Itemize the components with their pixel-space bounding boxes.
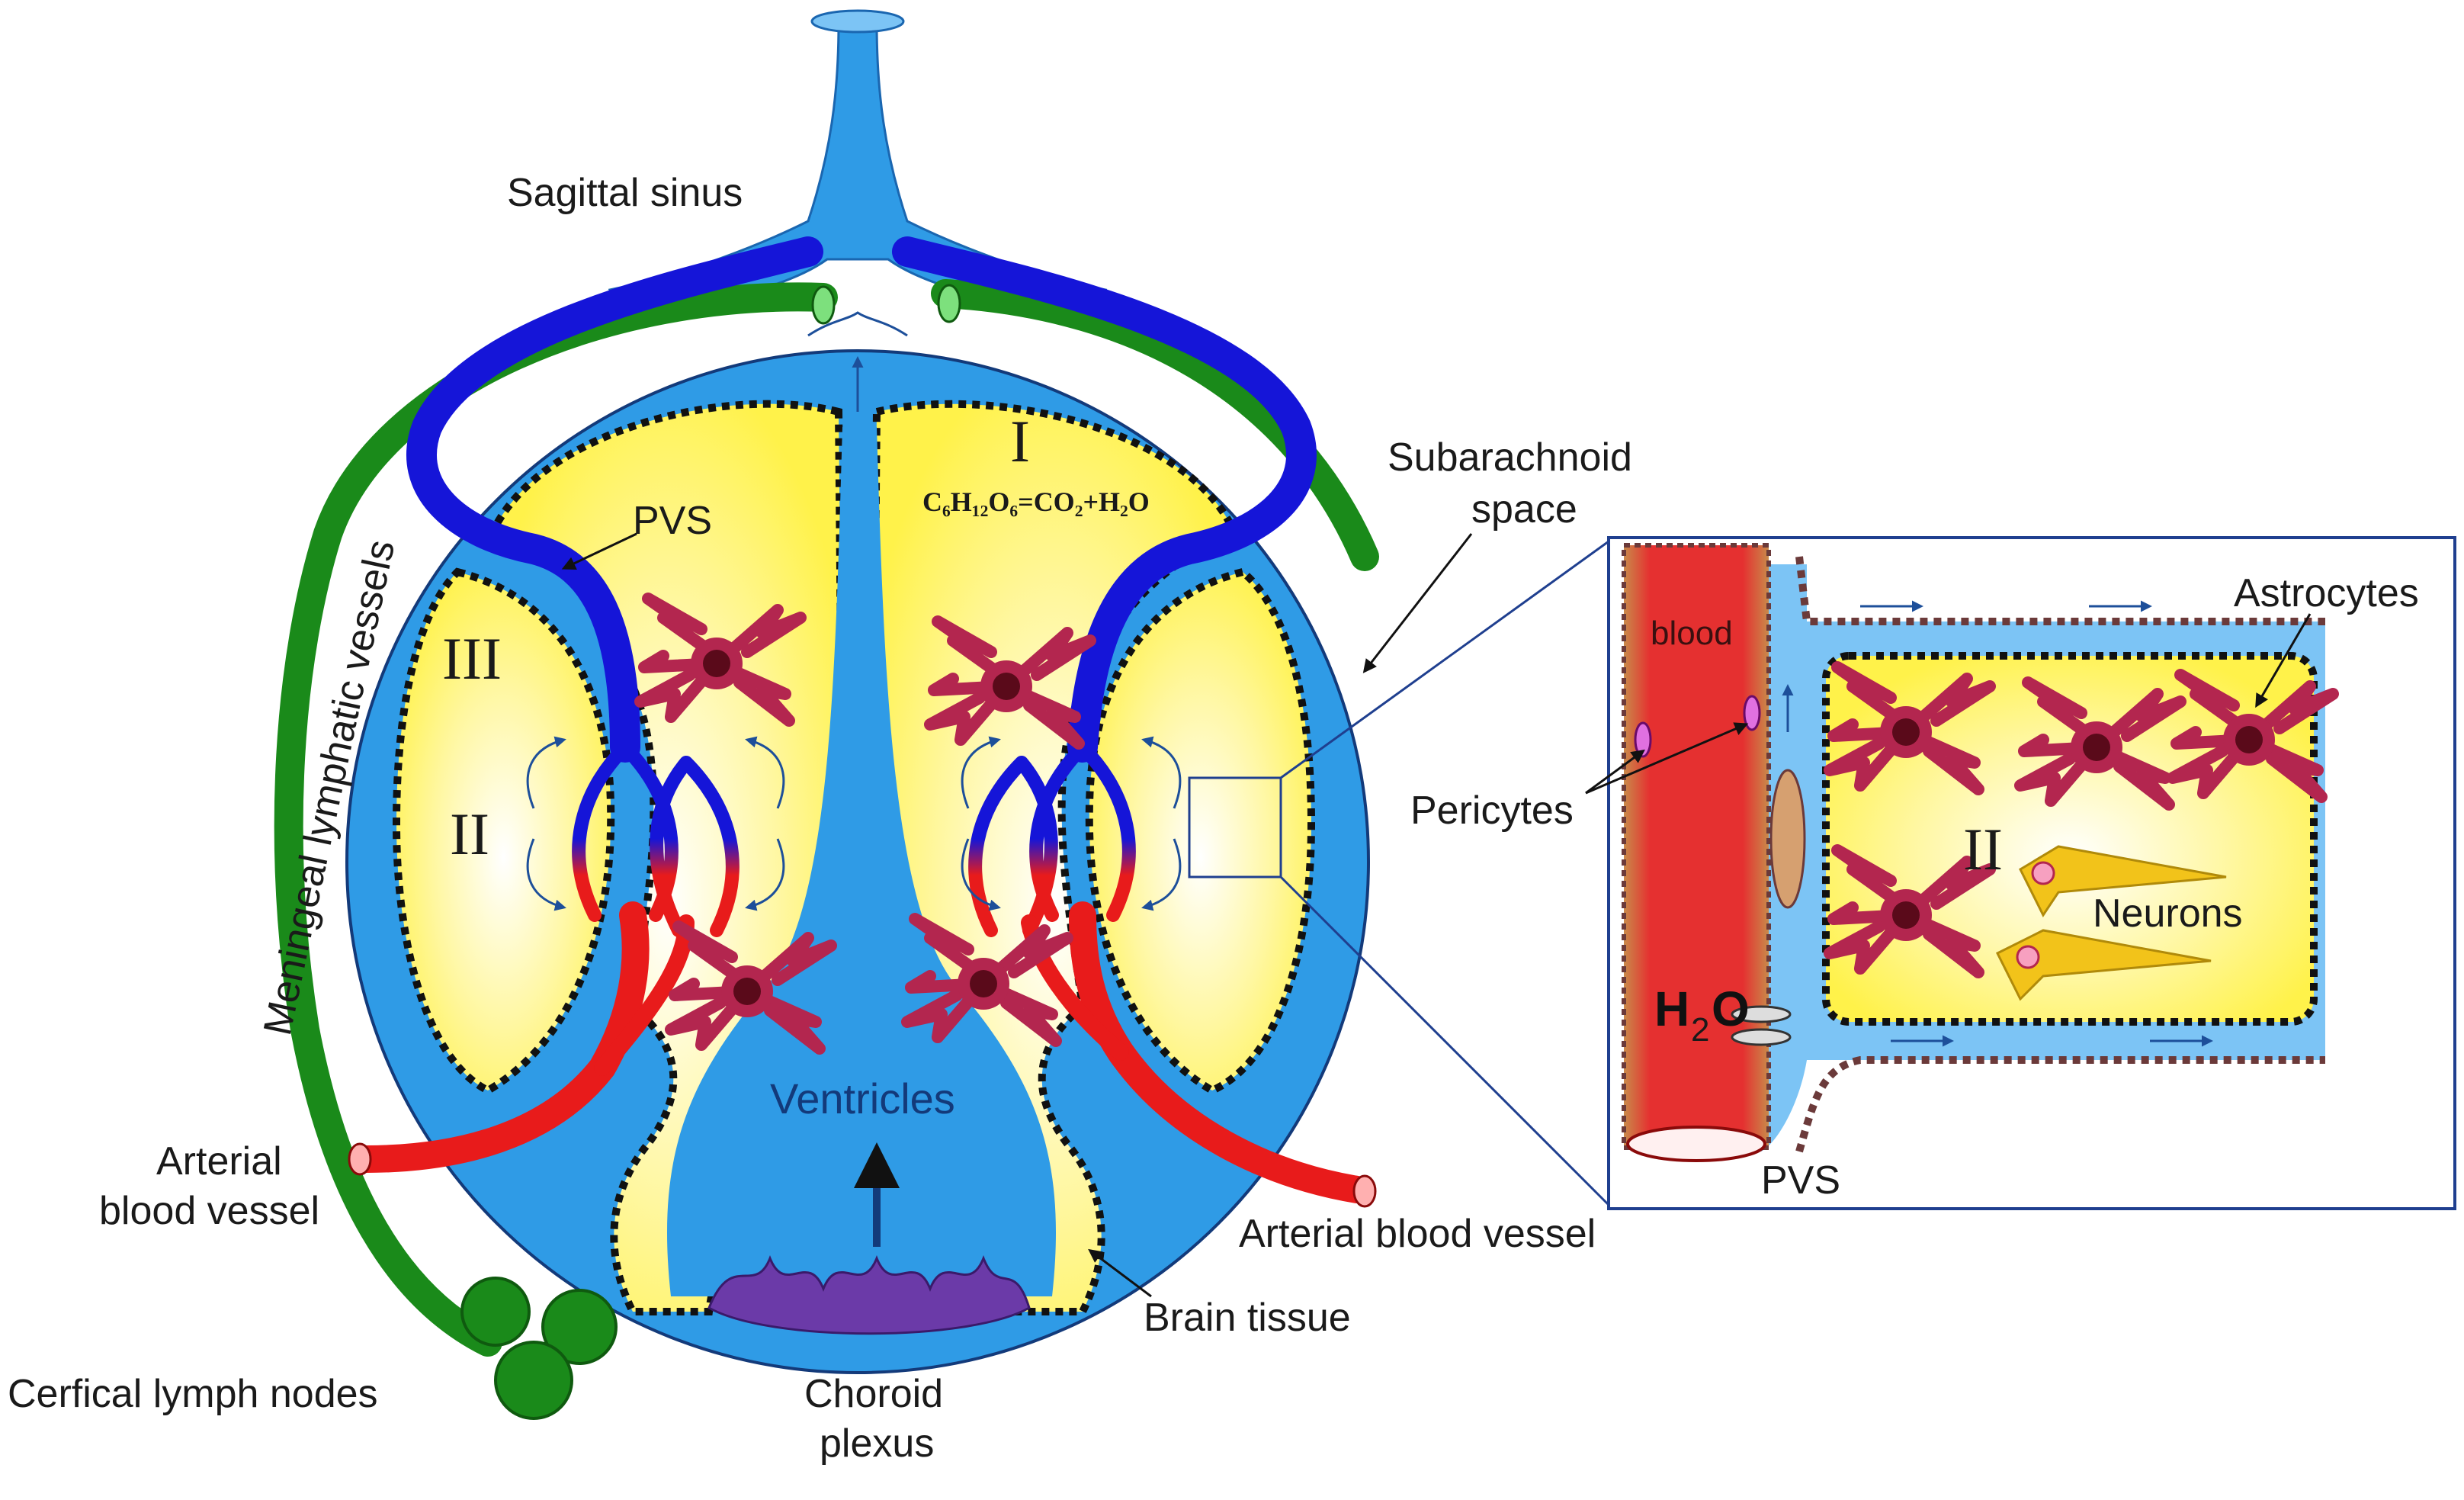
neuron-icon <box>2019 845 2227 917</box>
neuron-icon <box>1995 929 2212 1001</box>
artery-left-opening <box>348 1142 372 1176</box>
flow-arrow-icon <box>1141 736 1182 809</box>
inset-vessel-opening <box>1626 1126 1766 1162</box>
flow-arrow-icon <box>745 838 785 911</box>
inset-label-neurons: Neurons <box>2093 891 2243 936</box>
ventricle-area <box>667 427 1056 1296</box>
flow-arrow-icon <box>961 736 1001 809</box>
label-region-I: I <box>1010 408 1030 474</box>
flow-arrow-icon <box>1141 838 1182 911</box>
inset-label-astrocytes: Astrocytes <box>2234 571 2419 615</box>
inset-label-pvs: PVS <box>1761 1158 1840 1203</box>
lymph-vessel-right <box>931 279 1379 571</box>
sagittal-sinus <box>608 9 1108 322</box>
artery-right <box>1069 901 1371 1203</box>
pointer-astrocytes <box>2255 613 2312 708</box>
label-formula: C₆H₁₂O₆=CO₂+H₂O <box>922 487 1150 517</box>
brain-lobe-right-side <box>1085 567 1316 1095</box>
artery-right-opening <box>1352 1174 1377 1208</box>
venous-vessels <box>406 236 1317 937</box>
flow-arrow-icon <box>526 838 566 911</box>
inset-endfoot <box>1769 769 1806 909</box>
flow-arrow-icon <box>526 736 566 809</box>
h2o-subscript: 2 <box>1691 1011 1709 1049</box>
flow-arrow-icon <box>807 311 908 337</box>
label-subarachnoid-2: space <box>1471 487 1577 532</box>
label-brain-tissue: Brain tissue <box>1144 1296 1351 1340</box>
lymph-node-icon <box>494 1341 573 1420</box>
inset-aquaporin-channel-2 <box>1731 1028 1792 1046</box>
vein-right <box>892 236 1317 763</box>
inset-aquaporin-channel <box>1731 1005 1792 1023</box>
h2o-h: H <box>1654 981 1689 1036</box>
pointer-brain-tissue <box>1088 1248 1152 1298</box>
label-lymph-nodes: Cerfical lymph nodes <box>8 1372 378 1416</box>
sagittal-sinus-shape <box>608 21 1108 322</box>
inset-label-h2o: H 2 O <box>1654 981 1750 1049</box>
lymph-vessel-opening-right <box>937 284 961 323</box>
capillary-loops-right <box>968 740 1136 937</box>
interstitial-flow-arrows <box>526 736 1182 911</box>
label-arterial-right: Arterial blood vessel <box>1239 1212 1596 1256</box>
inset-source-box <box>1188 776 1282 878</box>
label-sagittal-sinus: Sagittal sinus <box>507 171 743 215</box>
label-choroid-2: plexus <box>820 1421 934 1466</box>
lymph-node-icon <box>541 1289 618 1365</box>
label-arterial-left-1: Arterial <box>156 1139 282 1184</box>
label-pvs-left: PVS <box>633 499 712 543</box>
flow-arrow-icon <box>961 838 1001 911</box>
inset-blood-vessel <box>1622 543 1771 1150</box>
lymph-vessel-opening-left <box>811 285 836 325</box>
inset-connector-bottom <box>1279 875 1610 1206</box>
label-region-II-left: II <box>450 801 489 867</box>
pointer-pericyte-1 <box>1585 749 1645 795</box>
label-arterial-left-2: blood vessel <box>99 1189 319 1233</box>
inset-connector-top <box>1280 540 1609 779</box>
flow-arrow-icon <box>745 736 785 809</box>
label-region-III: III <box>442 625 502 692</box>
lymph-node-icon <box>460 1277 531 1347</box>
inset-label-region-II: II <box>1963 816 2003 882</box>
choroid-plexus <box>707 1254 1031 1335</box>
brain-lobe-left-side <box>392 567 615 1095</box>
label-ventricles: Ventricles <box>770 1074 955 1123</box>
label-choroid-1: Choroid <box>804 1372 943 1416</box>
inset-pvs-border-bottom <box>1795 1056 2325 1153</box>
pericyte-cell <box>1743 695 1761 731</box>
inset-label-blood: blood <box>1651 615 1733 652</box>
label-subarachnoid-1: Subarachnoid <box>1388 435 1632 480</box>
capillary-loops-left <box>572 740 740 937</box>
inset-panel: blood Pericytes Astrocytes II Neurons H … <box>1410 536 2456 1210</box>
pointer-pericyte-2 <box>1585 722 1749 795</box>
inset-label-pericytes: Pericytes <box>1410 789 1574 833</box>
sinus-top-opening <box>810 9 905 34</box>
artery-left <box>352 901 650 1173</box>
vein-left <box>406 236 823 763</box>
pointer-pvs-left <box>561 532 637 570</box>
h2o-o: O <box>1712 981 1750 1036</box>
pointer-subarachnoid <box>1362 533 1473 673</box>
